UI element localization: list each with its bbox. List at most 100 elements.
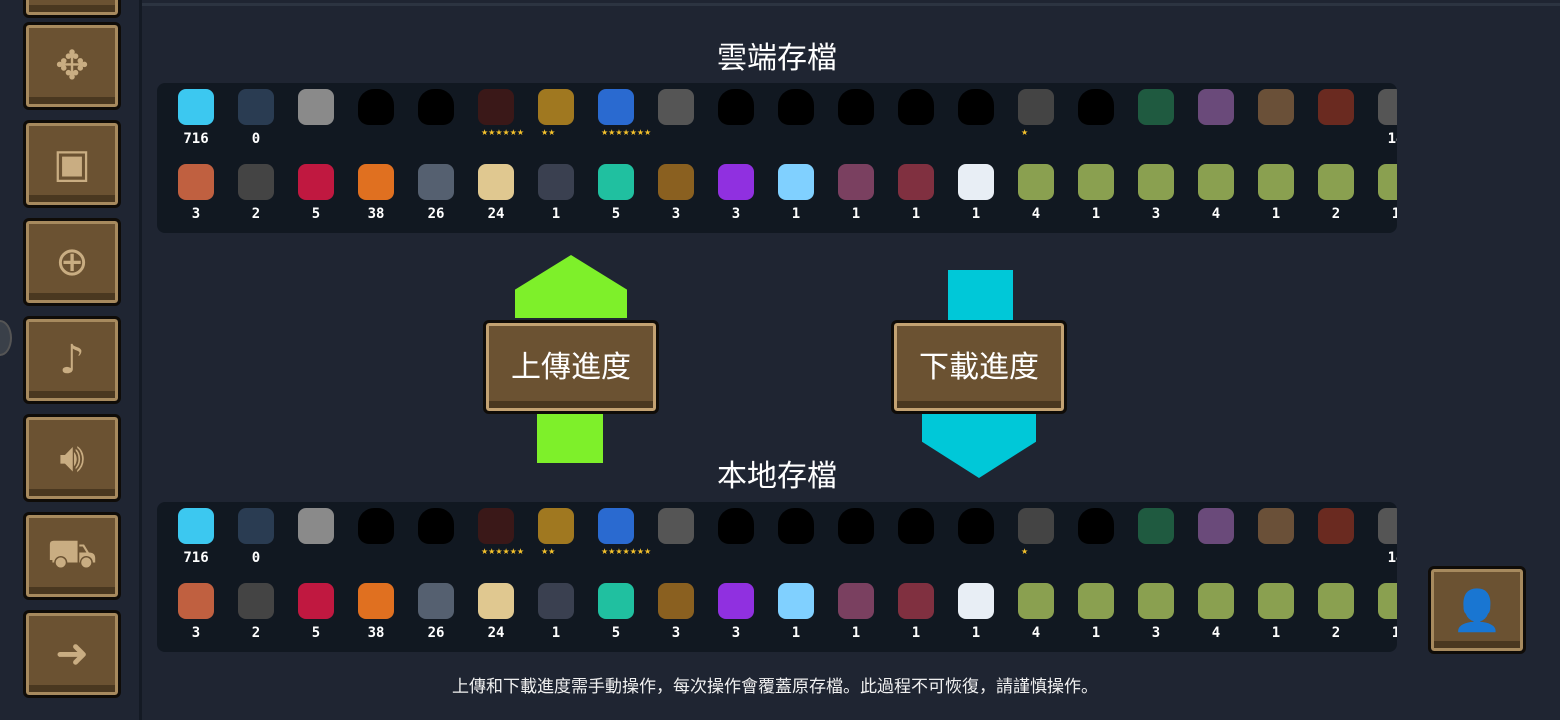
item-slot[interactable]: 2: [1306, 577, 1366, 647]
item-slot[interactable]: 26: [406, 577, 466, 647]
item-slot[interactable]: ★: [1006, 502, 1066, 572]
item-slot[interactable]: 1: [1066, 158, 1126, 228]
item-slot[interactable]: 716: [166, 83, 226, 153]
item-slot[interactable]: 0: [226, 83, 286, 153]
sidebar-button-globe[interactable]: ⊕: [23, 218, 121, 306]
item-slot[interactable]: 5: [586, 158, 646, 228]
item-slot[interactable]: 3: [166, 577, 226, 647]
item-slot[interactable]: ★★★★★★★: [586, 502, 651, 572]
item-slot[interactable]: ★★★★★★: [466, 83, 526, 153]
item-slot[interactable]: 2: [1306, 158, 1366, 228]
sidebar-button-music-note[interactable]: ♪: [23, 316, 121, 404]
sidebar-button-speaker[interactable]: 🔊︎: [23, 414, 121, 502]
item-slot[interactable]: [946, 502, 1006, 572]
item-slot[interactable]: ★★★★★★: [466, 502, 526, 572]
item-slot[interactable]: 1: [946, 577, 1006, 647]
item-slot[interactable]: [1066, 502, 1126, 572]
item-slot[interactable]: 1: [526, 158, 586, 228]
item-slot[interactable]: 1: [1246, 577, 1306, 647]
item-slot[interactable]: [766, 502, 826, 572]
item-slot[interactable]: 14: [1366, 502, 1397, 572]
item-slot[interactable]: 4: [1006, 577, 1066, 647]
item-slot[interactable]: 3: [166, 158, 226, 228]
sidebar-button-cart[interactable]: ⛟: [23, 512, 121, 600]
item-slot[interactable]: 716: [166, 502, 226, 572]
item-slot[interactable]: ★: [1006, 83, 1066, 153]
item-slot[interactable]: 1: [1366, 577, 1397, 647]
item-slot[interactable]: 1: [886, 158, 946, 228]
item-slot[interactable]: [1306, 502, 1366, 572]
item-slot[interactable]: [886, 83, 946, 153]
item-slot[interactable]: [706, 502, 766, 572]
item-slot[interactable]: 5: [286, 158, 346, 228]
item-slot[interactable]: 2: [226, 577, 286, 647]
item-slot[interactable]: 4: [1006, 158, 1066, 228]
download-progress-button[interactable]: 下載進度: [891, 320, 1067, 414]
item-slot[interactable]: 1: [1366, 158, 1397, 228]
item-slot[interactable]: 3: [706, 158, 766, 228]
profile-button[interactable]: 👤: [1428, 566, 1526, 654]
item-slot[interactable]: [406, 83, 466, 153]
sidebar-button-logout[interactable]: ➜: [23, 610, 121, 698]
item-slot[interactable]: [766, 83, 826, 153]
item-slot[interactable]: [1126, 83, 1186, 153]
item-slot[interactable]: 1: [946, 158, 1006, 228]
item-slot[interactable]: 4: [1186, 577, 1246, 647]
item-slot[interactable]: [826, 83, 886, 153]
item-slot[interactable]: [1246, 83, 1306, 153]
sidebar-button-partial[interactable]: [23, 0, 121, 18]
item-slot[interactable]: [646, 83, 706, 153]
item-slot[interactable]: [1066, 83, 1126, 153]
item-slot[interactable]: [1126, 502, 1186, 572]
item-slot[interactable]: [1186, 83, 1246, 153]
item-slot[interactable]: 5: [286, 577, 346, 647]
item-count: 3: [191, 625, 201, 641]
item-slot[interactable]: 26: [406, 158, 466, 228]
item-slot[interactable]: ★★★★★★★: [586, 83, 651, 153]
star-rating: ★: [1021, 128, 1029, 137]
item-slot[interactable]: [406, 502, 466, 572]
item-slot[interactable]: 0: [226, 502, 286, 572]
item-slot[interactable]: 3: [706, 577, 766, 647]
item-slot[interactable]: 2: [226, 158, 286, 228]
sprout-pot-icon: [1318, 508, 1354, 544]
item-count: 716: [183, 131, 209, 147]
item-slot[interactable]: [346, 83, 406, 153]
item-slot[interactable]: [1306, 83, 1366, 153]
item-slot[interactable]: 3: [646, 158, 706, 228]
item-slot[interactable]: 14: [1366, 83, 1397, 153]
upload-progress-button[interactable]: 上傳進度: [483, 320, 659, 414]
item-slot[interactable]: [346, 502, 406, 572]
item-slot[interactable]: 5: [586, 577, 646, 647]
item-slot[interactable]: 38: [346, 577, 406, 647]
item-slot[interactable]: 3: [646, 577, 706, 647]
item-slot[interactable]: 24: [466, 158, 526, 228]
item-slot[interactable]: 3: [1126, 158, 1186, 228]
item-slot[interactable]: [1186, 502, 1246, 572]
item-slot[interactable]: 1: [1246, 158, 1306, 228]
item-slot[interactable]: 38: [346, 158, 406, 228]
item-slot[interactable]: 1: [826, 577, 886, 647]
sidebar-button-toolbox[interactable]: ▣: [23, 120, 121, 208]
item-slot[interactable]: 24: [466, 577, 526, 647]
item-slot[interactable]: 1: [766, 577, 826, 647]
item-slot[interactable]: 1: [1066, 577, 1126, 647]
item-slot[interactable]: [286, 83, 346, 153]
item-slot[interactable]: 3: [1126, 577, 1186, 647]
item-count: 1: [1091, 206, 1101, 222]
item-slot[interactable]: [826, 502, 886, 572]
item-slot[interactable]: ★★: [526, 83, 586, 153]
item-slot[interactable]: [1246, 502, 1306, 572]
item-slot[interactable]: 1: [826, 158, 886, 228]
item-slot[interactable]: [946, 83, 1006, 153]
sidebar-button-dpad[interactable]: ✥: [23, 22, 121, 110]
item-slot[interactable]: [706, 83, 766, 153]
item-slot[interactable]: 1: [526, 577, 586, 647]
item-slot[interactable]: 1: [766, 158, 826, 228]
item-slot[interactable]: 4: [1186, 158, 1246, 228]
item-slot[interactable]: 1: [886, 577, 946, 647]
item-slot[interactable]: [886, 502, 946, 572]
item-slot[interactable]: [646, 502, 706, 572]
item-slot[interactable]: ★★: [526, 502, 586, 572]
item-slot[interactable]: [286, 502, 346, 572]
